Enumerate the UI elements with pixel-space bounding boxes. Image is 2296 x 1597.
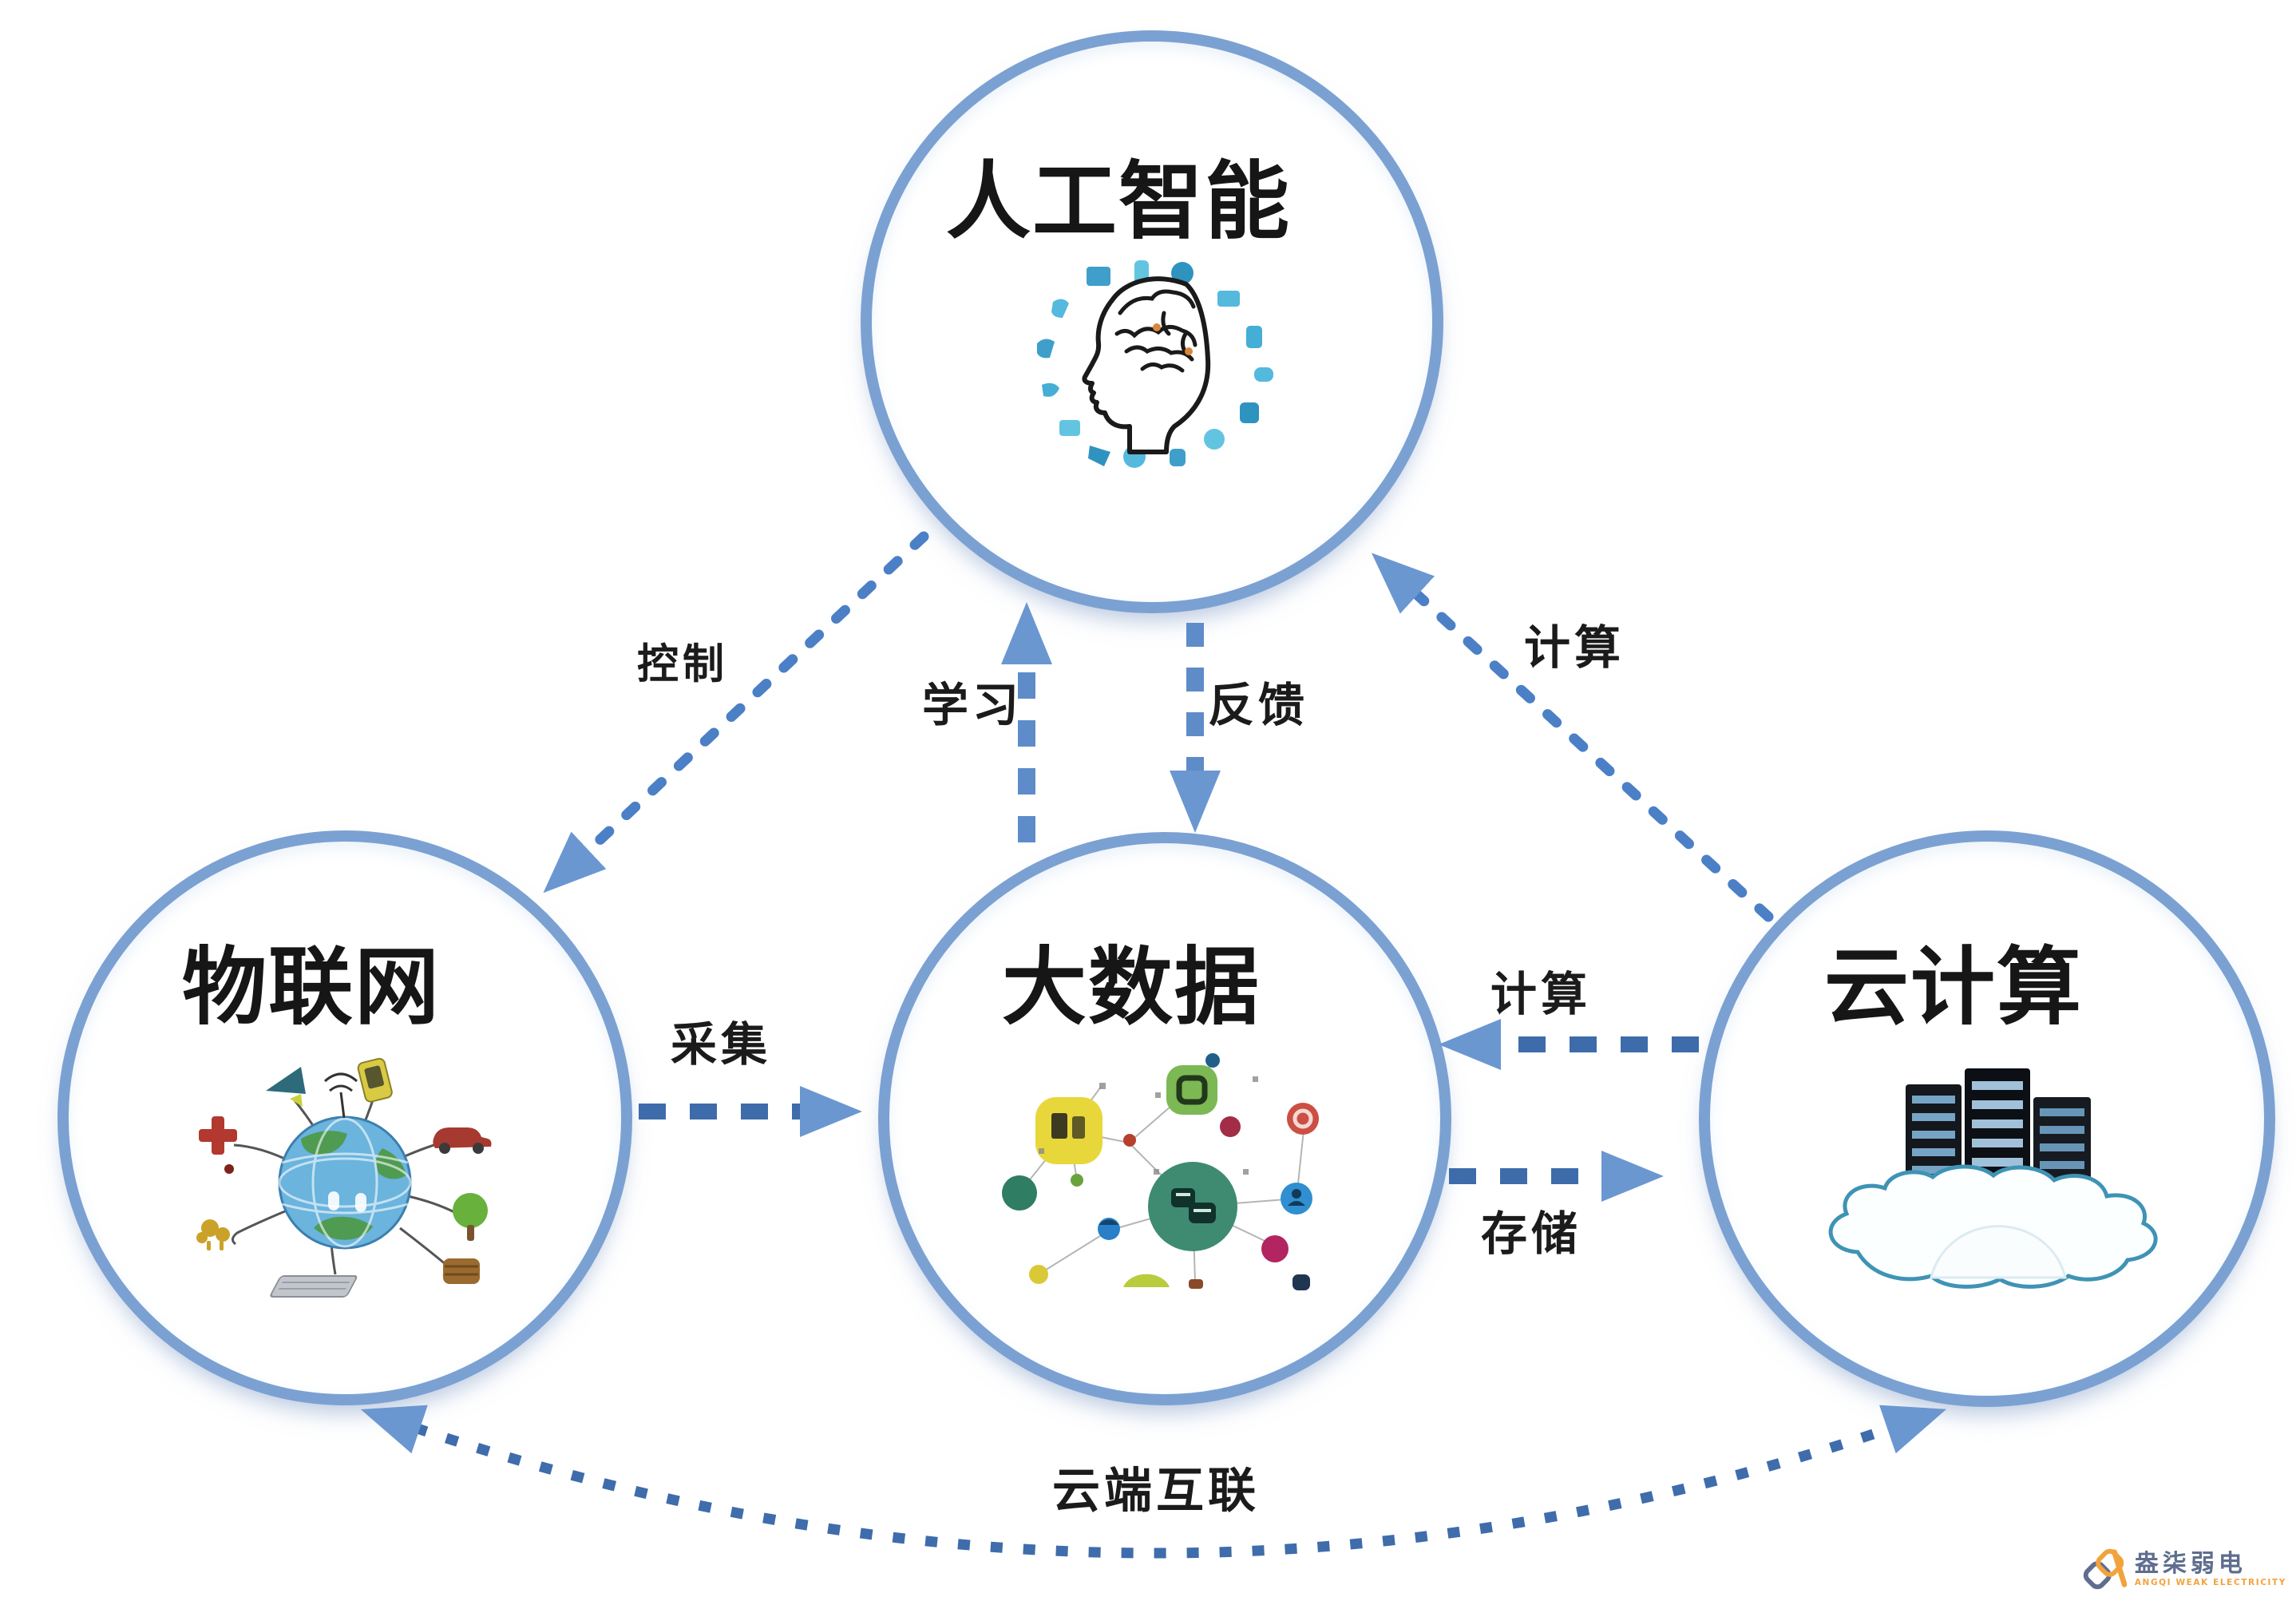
bd-node-crimson: [1220, 1116, 1241, 1137]
edge-control-label: 控制: [636, 640, 729, 689]
watermark-logo-icon: [2083, 1548, 2127, 1590]
brain-head-icon: [1037, 260, 1273, 468]
edge-compute-bd-label: 计算: [1490, 967, 1592, 1021]
node-iot-title: 物联网: [182, 938, 441, 1036]
bd-node-darkteal: [1002, 1175, 1037, 1211]
node-cloud: 云计算: [1699, 830, 2275, 1407]
bd-node-lime-arc: [1123, 1274, 1170, 1287]
watermark: 盎柒弱电 ANGQI WEAK ELECTRICITY: [2080, 1546, 2286, 1592]
bd-node-yellow: [1035, 1097, 1102, 1164]
iot-tree-icon: [453, 1193, 488, 1241]
iot-horn-icon: [266, 1067, 306, 1094]
node-cloud-title: 云计算: [1824, 938, 2083, 1036]
edge-compute-ai-label: 计算: [1523, 620, 1625, 675]
data-network-icon: [1002, 1053, 1319, 1290]
globe-devices-icon: [196, 1057, 492, 1298]
edge-learn-label: 学习: [921, 678, 1023, 732]
iot-dog-icon: [196, 1219, 230, 1250]
watermark-en-text: ANGQI WEAK ELECTRICITY: [2134, 1577, 2286, 1587]
node-ai-title: 人工智能: [946, 153, 1291, 251]
node-iot: 物联网: [57, 830, 632, 1405]
bd-node-yellow-sm: [1029, 1265, 1048, 1284]
watermark-cn-text: 盎柒弱电: [2134, 1549, 2247, 1578]
edge-control-line: [543, 531, 929, 894]
edge-cloudlink-label: 云端互联: [1052, 1463, 1260, 1520]
cloud-servers-icon: [1828, 1068, 2158, 1289]
bd-node-darknavy: [1292, 1274, 1310, 1290]
cloud-dome: [1930, 1225, 2067, 1279]
bd-node-magenta: [1261, 1235, 1289, 1262]
edge-feedback-label: 反馈: [1207, 678, 1309, 732]
iot-car-icon: [433, 1127, 492, 1154]
iot-phone-icon: [357, 1057, 393, 1103]
bd-node-brown: [1189, 1279, 1203, 1289]
edge-store-label: 存储: [1480, 1207, 1582, 1261]
bd-node-green: [1166, 1065, 1217, 1115]
iot-basket-icon: [443, 1258, 480, 1284]
bd-node-green-tiny: [1071, 1174, 1083, 1187]
bd-node-navy-sm: [1205, 1053, 1220, 1068]
edge-compute-ai-line: [1371, 553, 1774, 922]
node-bigdata-title: 大数据: [1002, 938, 1261, 1036]
bd-node-blue-person: [1281, 1183, 1312, 1215]
bd-node-teal: [1148, 1162, 1237, 1251]
bd-node-blue-sm: [1098, 1218, 1120, 1240]
edge-cloudlink-line: [360, 1405, 1947, 1559]
bd-node-red-ring: [1287, 1103, 1319, 1135]
iot-keyboard-icon: [270, 1275, 358, 1298]
bd-node-rust: [1123, 1134, 1136, 1147]
iot-medical-cross-icon: [199, 1116, 237, 1174]
edge-collect-label: 采集: [670, 1017, 772, 1072]
